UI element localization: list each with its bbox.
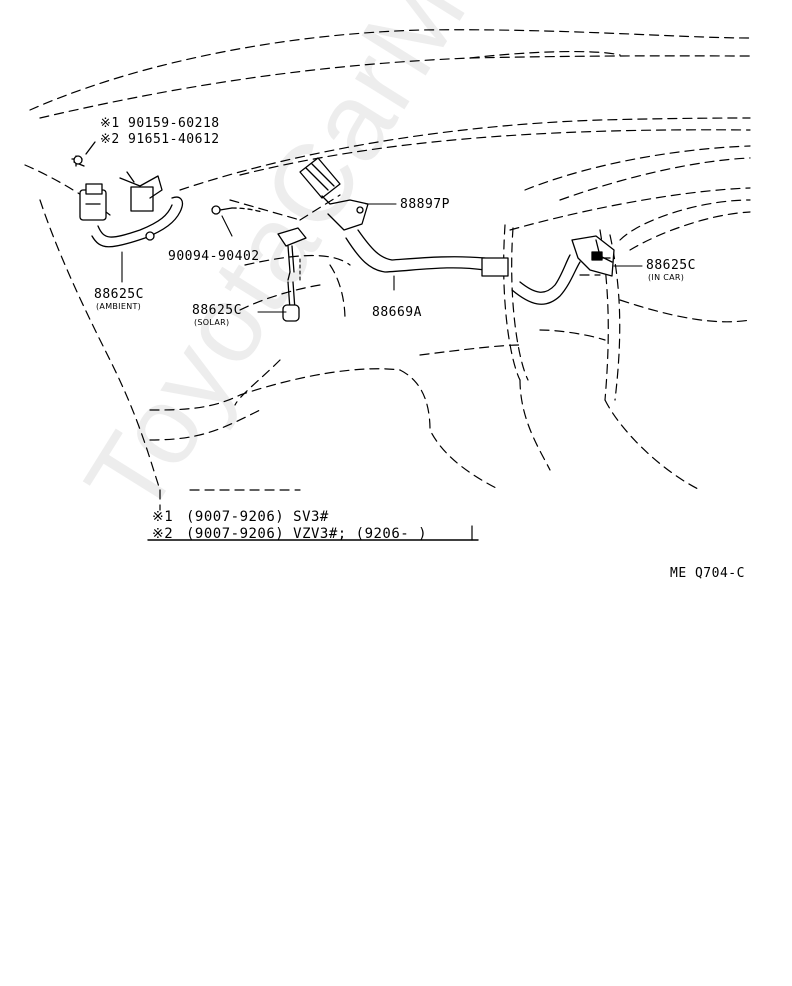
leader-lines xyxy=(121,203,643,313)
solar-sensor-drawing xyxy=(277,227,307,322)
hose-drawing xyxy=(345,229,581,305)
note-mark-1: ※1 xyxy=(152,509,174,525)
callout-part-ambient-sensor: 88625C xyxy=(94,287,144,302)
callout-part-screw: 90094-90402 xyxy=(168,249,260,264)
callout-part-incar-sensor: 88625C xyxy=(646,258,696,273)
note-text-2: (9007-9206) VZV3#; (9206- ) xyxy=(186,526,428,542)
callout-sub-solar: (SOLAR) xyxy=(194,318,230,327)
screw-drawing xyxy=(211,205,263,215)
callout-sub-ambient: (AMBIENT) xyxy=(96,302,142,311)
incar-sensor-drawing xyxy=(571,235,615,277)
callout-part-aspirator: 88897P xyxy=(400,197,450,212)
callout-part-90159-60218: 90159-60218 xyxy=(128,116,220,131)
vehicle-outline xyxy=(24,29,751,511)
callout-sub-incar: (IN CAR) xyxy=(648,273,685,282)
note-text-1: (9007-9206) SV3# xyxy=(186,509,329,525)
callout-mark-1: ※1 xyxy=(100,116,120,131)
note-mark-2: ※2 xyxy=(152,526,174,542)
ambient-sensor-drawing xyxy=(71,141,184,248)
callout-part-hose: 88669A xyxy=(372,305,422,320)
callout-mark-2: ※2 xyxy=(100,132,120,147)
aspirator-drawing xyxy=(299,157,369,231)
callout-part-91651-40612: 91651-40612 xyxy=(128,132,220,147)
drawing-code: ME Q704-C xyxy=(670,566,745,581)
callout-part-solar-sensor: 88625C xyxy=(192,303,242,318)
